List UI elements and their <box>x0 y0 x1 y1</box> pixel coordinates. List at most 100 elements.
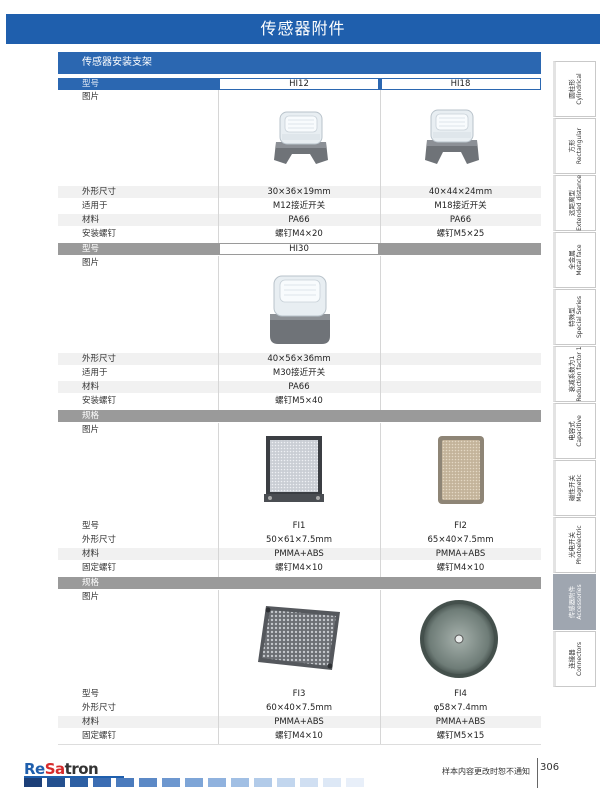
side-tab-label: Capacitive <box>575 415 583 447</box>
table-bottom-rule <box>58 744 541 745</box>
picture-row: 图片 <box>58 257 541 269</box>
model-fi3: FI3 <box>292 689 306 699</box>
footer-square <box>208 778 226 787</box>
applicable-label: 适用于 <box>82 368 108 378</box>
footer-square <box>277 778 295 787</box>
side-tab-label: Accessories <box>575 584 583 620</box>
footer-square <box>93 778 111 787</box>
model-row: 型号 FI1 FI2 <box>58 520 541 532</box>
footer-square <box>346 778 364 787</box>
applicable-label: 适用于 <box>82 201 108 211</box>
side-tab-label: Extended distance <box>575 175 583 231</box>
picture-row: 图片 <box>58 424 541 436</box>
model-fi4: FI4 <box>454 689 467 699</box>
footer-square <box>231 778 249 787</box>
section-bar: 传感器安装支架 <box>58 52 541 74</box>
fi4-reflector-image <box>418 598 500 680</box>
side-tab-label: 衰减系数为1 <box>567 355 576 393</box>
company-logo: ReSatron <box>24 760 99 778</box>
side-tab-label: Photoelectric <box>575 525 583 565</box>
column-divider <box>218 590 219 744</box>
side-tab-label: Rectangular <box>575 127 583 165</box>
hi30-dimensions: 40×56×36mm <box>267 354 331 364</box>
side-tab-label: Special Series <box>575 296 583 338</box>
footer-square <box>24 778 42 787</box>
fi4-material: PMMA+ABS <box>435 717 486 727</box>
model-cell-bg <box>220 244 378 254</box>
applicable-row: 适用于 M30接近开关 <box>58 367 541 379</box>
fi2-fix-screw: 螺钉M4×10 <box>436 563 485 573</box>
dimensions-row: 外形尺寸 50×61×7.5mm 65×40×7.5mm <box>58 534 541 546</box>
logo-sa: Sa <box>44 760 65 778</box>
fi1-reflector-image <box>262 432 326 508</box>
material-label: 材料 <box>82 215 100 225</box>
header-bar: 传感器附件 <box>6 14 600 44</box>
model-fi1: FI1 <box>292 521 306 531</box>
side-tab-label: 电容式 <box>567 421 576 441</box>
footer-square <box>185 778 203 787</box>
hi30-applicable: M30接近开关 <box>272 368 326 378</box>
fi3-fix-screw: 螺钉M4×10 <box>275 731 323 741</box>
fi2-reflector-image <box>436 434 486 506</box>
hi12-bracket-image <box>270 104 332 176</box>
fi1-material: PMMA+ABS <box>274 549 324 559</box>
model-row: 型号 HI30 <box>58 243 541 255</box>
fi1-fix-screw: 螺钉M4×10 <box>275 563 323 573</box>
side-tab-label: 圆柱形 <box>567 79 576 99</box>
fi1-dimensions: 50×61×7.5mm <box>266 535 332 545</box>
material-label: 材料 <box>82 549 100 559</box>
hi12-dimensions: 30×36×19mm <box>267 187 331 197</box>
fi3-material: PMMA+ABS <box>274 717 324 727</box>
model-label: 型号 <box>82 521 100 531</box>
picture-row: 图片 <box>58 591 541 603</box>
fi2-material: PMMA+ABS <box>435 549 486 559</box>
model-fi2: FI2 <box>454 521 467 531</box>
hi18-bracket-image <box>421 104 483 176</box>
side-tab-label: 光电开关 <box>567 532 576 558</box>
fix-screw-row: 固定螺钉 螺钉M4×10 螺钉M4×10 <box>58 562 541 574</box>
material-row: 材料 PA66 PA66 <box>58 214 541 226</box>
hi30-bracket-image <box>264 270 336 350</box>
model-cell-bg <box>220 79 378 89</box>
material-row: 材料 PMMA+ABS PMMA+ABS <box>58 716 541 728</box>
footer-square <box>139 778 157 787</box>
fi2-dimensions: 65×40×7.5mm <box>427 535 494 545</box>
model-hi12: HI12 <box>289 79 309 89</box>
fix-screw-label: 固定螺钉 <box>82 731 117 741</box>
picture-label: 图片 <box>82 425 100 435</box>
footer-divider <box>537 758 538 788</box>
hi30-mount-screw: 螺钉M5×40 <box>275 396 323 406</box>
column-divider <box>380 590 381 744</box>
footer-square <box>254 778 272 787</box>
mount-screw-row: 安装螺钉 螺钉M5×40 <box>58 395 541 407</box>
hi18-material: PA66 <box>449 215 472 225</box>
hi18-applicable: M18接近开关 <box>434 201 487 211</box>
hi12-material: PA66 <box>288 215 310 225</box>
model-hi30: HI30 <box>289 244 309 254</box>
hi12-applicable: M12接近开关 <box>272 201 326 211</box>
dimensions-row: 外形尺寸 40×56×36mm <box>58 353 541 365</box>
mount-screw-label: 安装螺钉 <box>82 229 117 239</box>
fi3-reflector-image <box>254 598 344 676</box>
dimensions-row: 外形尺寸 60×40×7.5mm φ58×7.4mm <box>58 702 541 714</box>
spec-row: 规格 <box>58 410 541 422</box>
dimensions-label: 外形尺寸 <box>82 703 117 713</box>
hi18-mount-screw: 螺钉M5×25 <box>436 229 485 239</box>
column-divider <box>380 90 381 243</box>
material-label: 材料 <box>82 717 100 727</box>
column-divider <box>218 90 219 243</box>
dimensions-row: 外形尺寸 30×36×19mm 40×44×24mm <box>58 186 541 198</box>
model-label: 型号 <box>82 244 100 254</box>
